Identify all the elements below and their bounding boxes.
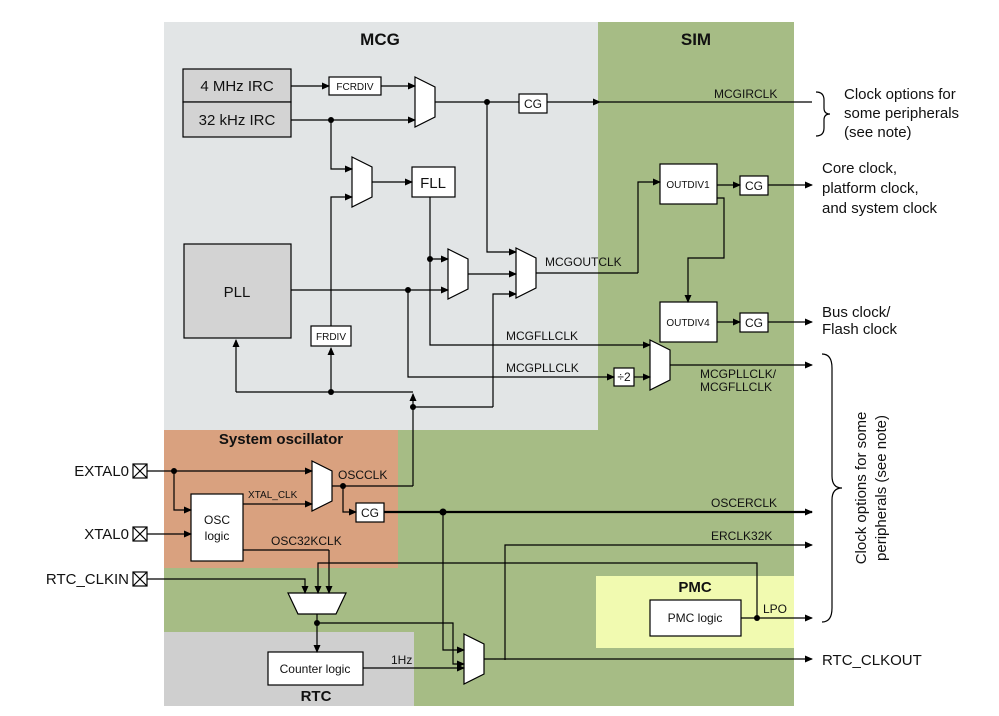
- sim-title: SIM: [681, 30, 711, 49]
- mux-pllfll: [649, 339, 671, 391]
- core-clock-line3: and system clock: [822, 200, 938, 217]
- fll-label: FLL: [420, 175, 446, 192]
- extal0-pin: [132, 463, 148, 479]
- pmc-logic-label: PMC logic: [668, 611, 723, 625]
- sysosc-title: System oscillator: [219, 431, 343, 448]
- lpo-label: LPO: [763, 602, 787, 616]
- oscclk-label: OSCCLK: [338, 468, 387, 482]
- pllfll-label-2: MCGFLLCLK: [700, 380, 772, 394]
- osc-logic-block: [190, 493, 244, 562]
- div2-label: ÷2: [617, 370, 631, 384]
- xtal0-pin: [132, 526, 148, 542]
- pmc-logic-block: [649, 599, 742, 637]
- xtal0-label: XTAL0: [84, 526, 129, 543]
- mcgoutclk-label: MCGOUTCLK: [545, 255, 622, 269]
- xtal-clk-label: XTAL_CLK: [248, 490, 298, 501]
- bus-clock-line2: Flash clock: [822, 321, 898, 338]
- outdiv4-label: OUTDIV4: [666, 318, 710, 329]
- pmc-title: PMC: [678, 579, 712, 596]
- cg-mcgirclk-block: [518, 93, 548, 114]
- rtc-clkout-label: RTC_CLKOUT: [822, 652, 922, 669]
- cg-core-label: CG: [745, 179, 763, 193]
- outdiv1-label: OUTDIV1: [666, 180, 710, 191]
- core-clock-line1: Core clock,: [822, 160, 897, 177]
- rtc-clkin-label: RTC_CLKIN: [46, 571, 129, 588]
- extal0-label: EXTAL0: [74, 463, 129, 480]
- mux-rtc-src: [287, 592, 347, 615]
- irc-32khz-label: 32 kHz IRC: [199, 112, 276, 129]
- clk-opts-line2: some peripherals: [844, 105, 959, 122]
- pllfll-label-1: MCGPLLCLK/: [700, 367, 777, 381]
- pll-label: PLL: [224, 284, 251, 301]
- oscerclk-label: OSCERCLK: [711, 496, 777, 510]
- mcgfllclk-label: MCGFLLCLK: [506, 329, 578, 343]
- vertical-note-line1: Clock options for some: [853, 412, 870, 565]
- rtc-title: RTC: [301, 688, 332, 705]
- onehz-label: 1Hz: [391, 653, 412, 667]
- mcgpllclk-label: MCGPLLCLK: [506, 361, 579, 375]
- cg-mcgirclk-label: CG: [524, 97, 542, 111]
- brace-right: [821, 353, 843, 623]
- fcrdiv-label: FCRDIV: [336, 82, 374, 93]
- vertical-note-line2: peripherals (see note): [873, 415, 890, 561]
- irc-4mhz-block: [182, 68, 292, 103]
- pll-block: [183, 243, 292, 339]
- mux-fll-ref: [351, 156, 373, 208]
- mux-fll-pll: [447, 248, 469, 300]
- osc-logic-label-2: logic: [205, 529, 230, 543]
- brace-top: [815, 91, 831, 137]
- osc-logic-label-1: OSC: [204, 513, 230, 527]
- core-clock-line2: platform clock,: [822, 180, 919, 197]
- mux-osc: [311, 460, 333, 512]
- frdiv-label: FRDIV: [316, 332, 346, 343]
- erclk32k-label: ERCLK32K: [711, 529, 772, 543]
- mux-irc: [414, 76, 436, 128]
- mux-mcgout: [515, 247, 537, 299]
- mcgirclk-label: MCGIRCLK: [714, 87, 777, 101]
- clk-opts-line1: Clock options for: [844, 86, 956, 103]
- clk-opts-line3: (see note): [844, 124, 912, 141]
- rtc-clkin-pin: [132, 571, 148, 587]
- osc32kclk-label: OSC32KCLK: [271, 534, 342, 548]
- fll-block: [411, 166, 456, 198]
- counter-logic-label: Counter logic: [280, 662, 351, 676]
- cg-osc-label: CG: [361, 506, 379, 520]
- cg-bus-label: CG: [745, 316, 763, 330]
- bus-clock-line1: Bus clock/: [822, 304, 891, 321]
- mcg-title: MCG: [360, 30, 400, 49]
- irc-4mhz-label: 4 MHz IRC: [200, 78, 274, 95]
